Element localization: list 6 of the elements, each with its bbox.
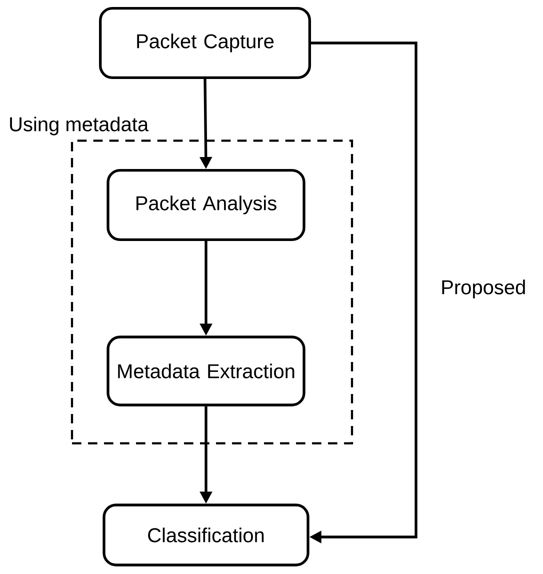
process-box: Packet Capture — [99, 7, 311, 79]
process-box: Metadata Extraction — [106, 336, 306, 406]
node-label: Using metadata — [10, 116, 149, 136]
edge-label: Proposed — [442, 280, 525, 298]
process-box: Packet Analysis — [106, 169, 306, 241]
process-box: Classification — [102, 504, 310, 566]
